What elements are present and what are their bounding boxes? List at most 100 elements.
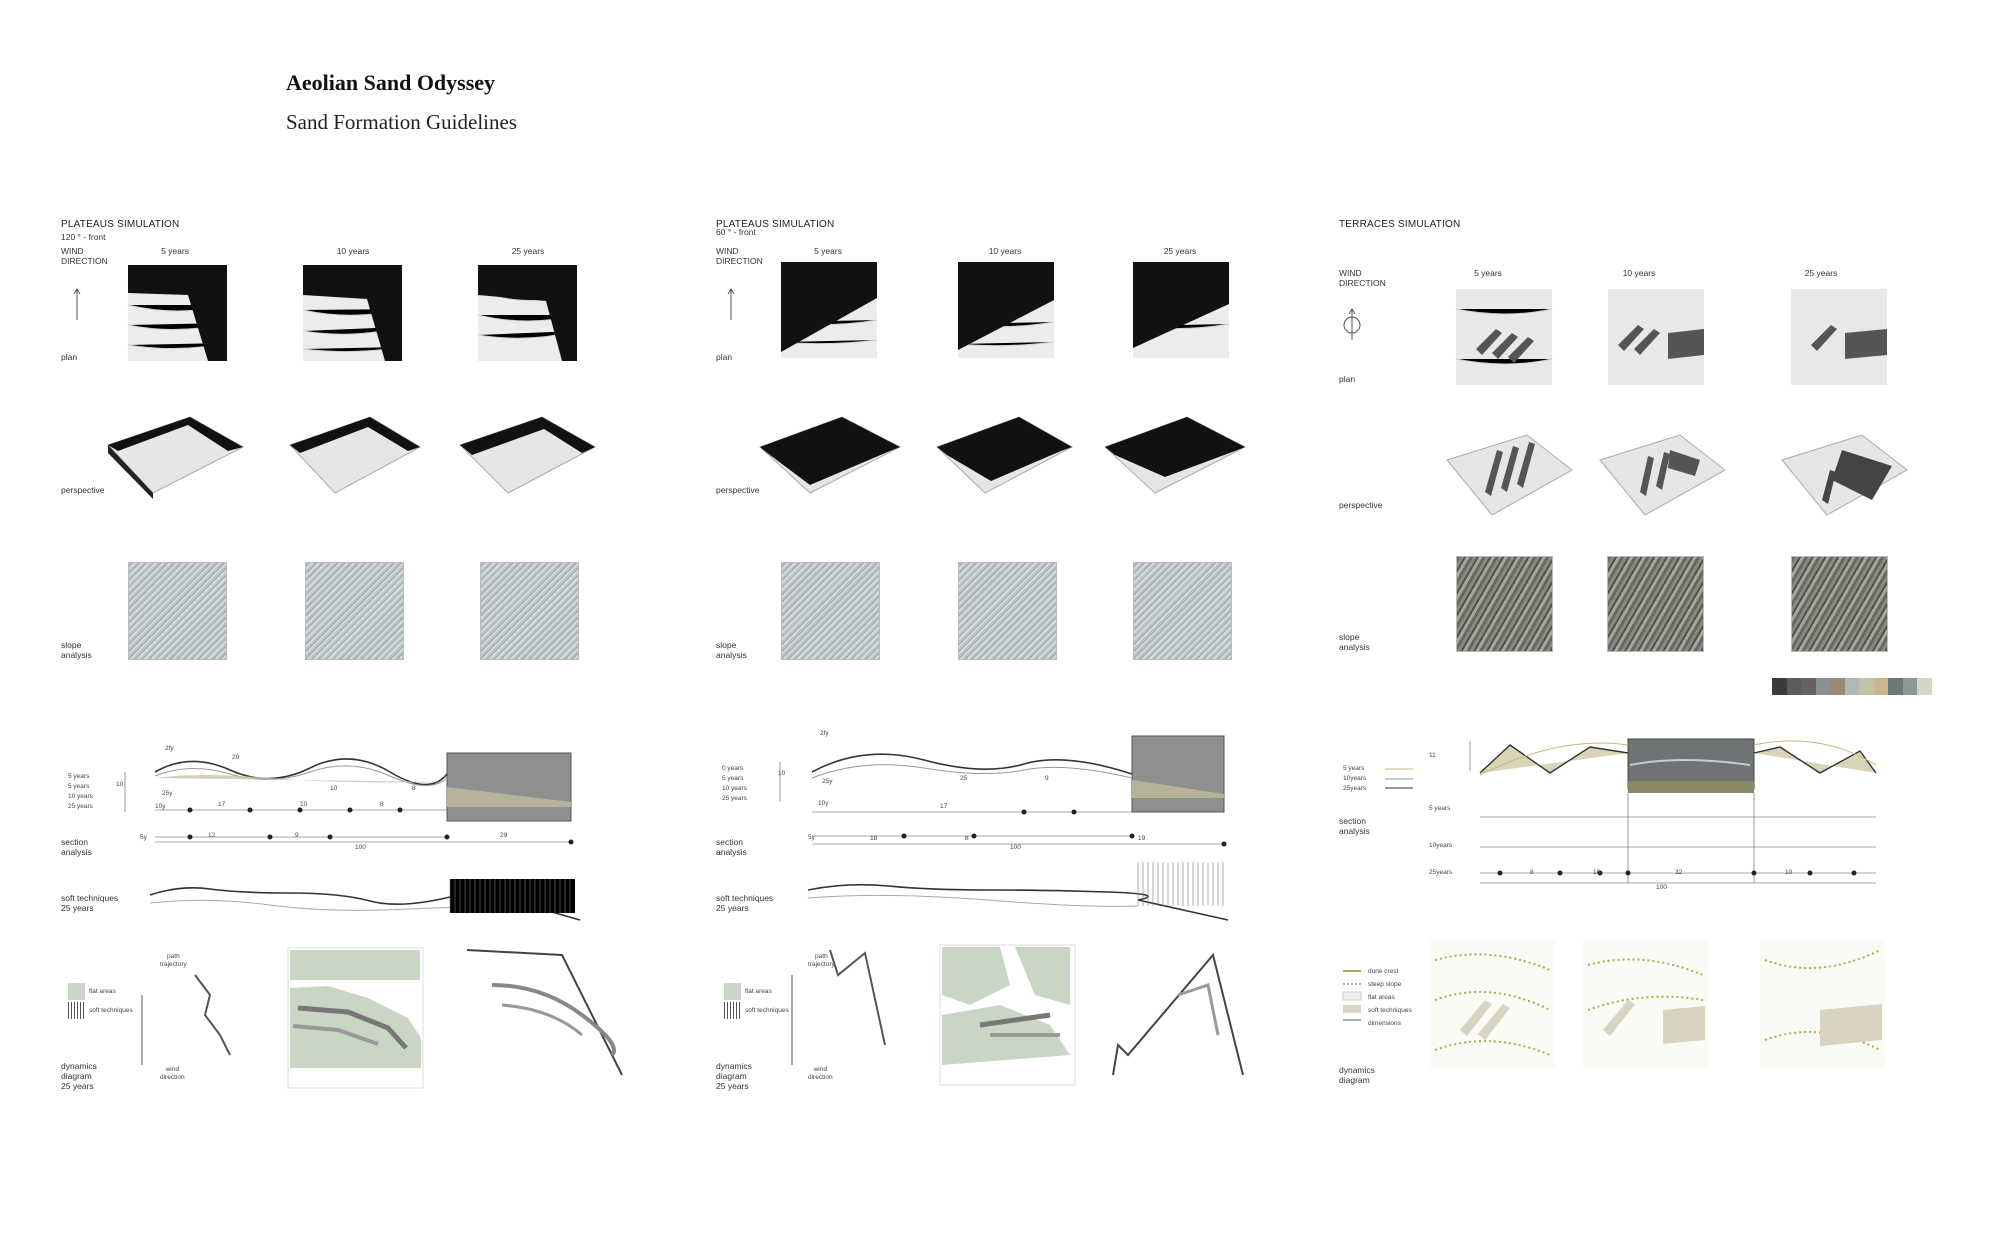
palette-swatch [1859, 678, 1874, 695]
plan-tile-25y [1791, 289, 1887, 385]
plan-tile-5y [1455, 289, 1553, 385]
slope-tile-25y [480, 562, 579, 660]
wind-arrow-icon [727, 288, 735, 320]
perspective-5y [107, 416, 245, 499]
wind-direction-small: wind direction [160, 1066, 185, 1081]
palette-swatch [1772, 678, 1787, 695]
plan-tile-5y [127, 265, 228, 361]
slope-tile-10y [958, 562, 1057, 660]
section-legend-1: 0 years [722, 765, 744, 772]
section-legend-3: 10 years [722, 785, 747, 792]
section-label-2fy: 2fy [820, 730, 829, 737]
section-row-25y: 25years [1429, 869, 1453, 876]
path-trajectory-diagram-2 [791, 949, 886, 1065]
perspective-25y [1104, 416, 1247, 494]
section-label-10y: 10y [818, 800, 829, 807]
legend-flat-areas: flat areas [89, 988, 116, 995]
soft-techniques-diagram-2 [807, 862, 1229, 921]
section-analysis-diagram-1 [124, 752, 574, 845]
section-dim-mid-2: 8 [965, 835, 969, 842]
section-dim-1: 8 [1530, 869, 1534, 876]
wind-direction-label: WIND DIRECTION [1339, 268, 1386, 288]
plan-tile-10y [302, 265, 403, 361]
row-plan: plan [1339, 374, 1356, 384]
slope-tile-5y [781, 562, 880, 660]
section-dim-bottom-1: 18 [870, 835, 878, 842]
dynamics-map-2 [939, 944, 1076, 1086]
legend-steep-slope: steep slope [1368, 981, 1402, 988]
slope-tile-5y [1456, 556, 1553, 652]
section-height: 11 [1429, 752, 1436, 759]
wind-direction-label: WIND DIRECTION [61, 246, 108, 266]
section-legend-1: 5 years [1343, 765, 1365, 772]
palette-swatch [1902, 678, 1917, 695]
slope-tile-25y [1133, 562, 1232, 660]
section-total: 100 [1010, 844, 1021, 851]
slope-tile-10y [1607, 556, 1704, 652]
legend-soft-techniques: soft techniques [745, 1007, 789, 1014]
page-title: Aeolian Sand Odyssey [286, 70, 496, 95]
row-section: section analysis [716, 837, 747, 857]
perspective-10y [1599, 434, 1726, 516]
legend-soft-techniques: soft techniques [1368, 1007, 1412, 1014]
section-height: 10 [116, 781, 124, 788]
slope-tile-10y [305, 562, 404, 660]
perspective-10y [936, 416, 1074, 494]
section-total: 100 [355, 844, 366, 851]
col-25-years: 25 years [1163, 246, 1197, 256]
col-25-years: 25 years [1804, 268, 1838, 278]
section-dim-bottom-2: 19 [1138, 835, 1146, 842]
row-dynamics: dynamics diagram 25 years [716, 1061, 752, 1091]
angle-label: 60 ° - front [716, 227, 756, 237]
row-section: section analysis [61, 837, 92, 857]
section-dim-mid-3: 8 [380, 801, 384, 808]
section-label-5y: 5y [808, 834, 815, 841]
path-trajectory-label: path trajectory [160, 953, 187, 968]
dynamics-legend-symbols [1342, 970, 1362, 1021]
section-dim-4: 10 [1785, 869, 1793, 876]
section-legend-4: 25 years [68, 803, 93, 810]
section-legend-2: 5 years [722, 775, 744, 782]
row-perspective: perspective [716, 485, 760, 495]
section-legend-2: 10years [1343, 775, 1367, 782]
legend-dimensions: dimensions [1368, 1020, 1401, 1027]
perspective-25y [459, 416, 597, 494]
section-label-25y: 25y [162, 790, 173, 797]
col-5-years: 5 years [1474, 268, 1502, 278]
legend-dune-crest: dune crest [1368, 968, 1399, 975]
section-legend-2: 5 years [68, 783, 90, 790]
palette-swatch [1801, 678, 1816, 695]
wind-direction-label: WIND DIRECTION [716, 246, 763, 266]
row-slope: slope analysis [716, 640, 747, 660]
palette-swatch [1888, 678, 1903, 695]
angle-label: 120 ° - front [61, 232, 106, 242]
section-label-25y: 25y [822, 778, 833, 785]
row-soft: soft techniques 25 years [61, 893, 119, 913]
slope-palette [1772, 678, 1932, 695]
section-dim-mid-1: 17 [940, 803, 948, 810]
section-dim-top-1: 20 [232, 754, 240, 761]
plan-tile-10y [957, 262, 1055, 358]
flat-areas-swatch [68, 983, 85, 1000]
dynamics-map-5y [1430, 940, 1555, 1068]
page-subtitle: Sand Formation Guidelines [286, 110, 517, 134]
plan-tile-10y [1608, 289, 1704, 385]
row-soft: soft techniques 25 years [716, 893, 774, 913]
section-dim-top-2: 25 [960, 775, 968, 782]
col-10-years: 10 years [336, 246, 370, 256]
row-dynamics: dynamics diagram [1339, 1065, 1375, 1085]
section-legend-1: 5 years [68, 773, 90, 780]
section-dim-mid-2: 10 [300, 801, 308, 808]
perspective-5y [1446, 434, 1573, 516]
soft-techniques-diagram-1 [149, 879, 581, 921]
section-legend-lines [1385, 768, 1413, 789]
panel-title: TERRACES SIMULATION [1339, 219, 1461, 230]
col-10-years: 10 years [988, 246, 1022, 256]
section-dim-3: 32 [1675, 869, 1683, 876]
row-perspective: perspective [1339, 500, 1383, 510]
row-slope: slope analysis [61, 640, 92, 660]
dynamics-map-10y [1583, 940, 1708, 1068]
section-legend-3: 25years [1343, 785, 1367, 792]
row-plan: plan [716, 352, 733, 362]
path-trajectory-label: path trajectory [808, 953, 835, 968]
